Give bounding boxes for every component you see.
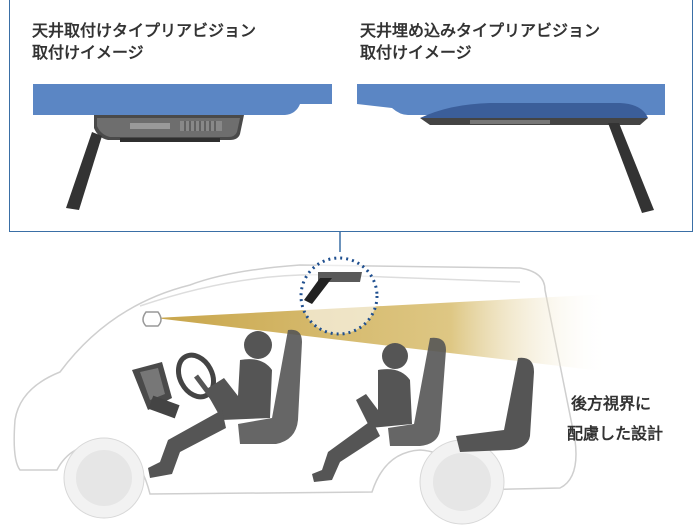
- flush-mount-caption-line1: 天井埋め込みタイプリアビジョン: [360, 21, 601, 40]
- rear-visibility-text-line2: 配慮した設計: [567, 424, 664, 443]
- flush-mount-caption-line2: 取付けイメージ: [360, 43, 472, 62]
- dashboard: [132, 362, 180, 419]
- rear-wheel: [419, 439, 505, 525]
- flush-mount-caption: 天井埋め込みタイプリアビジョン 取付けイメージ: [360, 20, 600, 64]
- ceiling-mounted-monitor-unit: [94, 115, 244, 142]
- rear-seat: [456, 357, 534, 452]
- ceiling-mount-caption-line1: 天井取付けタイプリアビジョン: [32, 21, 257, 40]
- ceiling-monitor-magnifier: [299, 256, 379, 336]
- ceiling-mount-caption-line2: 取付けイメージ: [32, 43, 144, 62]
- rear-visibility-text-line1: 後方視界に: [571, 394, 652, 413]
- ceiling-mount-screen: [66, 132, 102, 210]
- driver-eye-point: [142, 311, 162, 327]
- flush-mounted-monitor-unit: [420, 103, 648, 125]
- mounting-illustrations: [33, 84, 665, 213]
- middle-seat-and-passenger: [312, 337, 446, 482]
- front-wheel: [63, 437, 145, 519]
- ceiling-panel-left: [33, 84, 332, 115]
- front-seat-and-driver: [148, 329, 302, 478]
- ceiling-mount-caption: 天井取付けタイプリアビジョン 取付けイメージ: [32, 20, 256, 64]
- rear-view-sight-cone: [155, 294, 610, 372]
- flush-mount-screen: [608, 123, 654, 213]
